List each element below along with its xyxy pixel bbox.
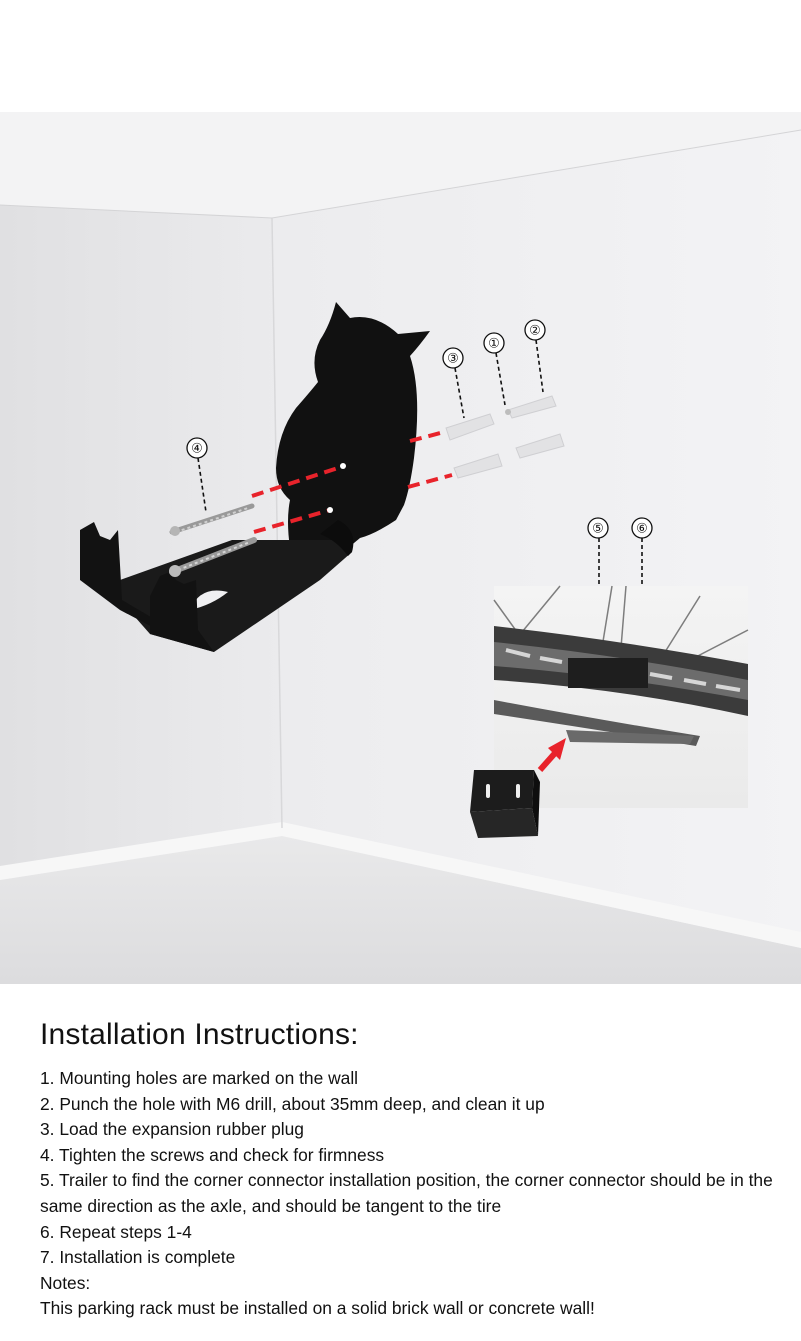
svg-text:②: ② <box>529 323 541 338</box>
callout-badge-3: ③ <box>442 347 464 369</box>
callout-badge-4: ④ <box>186 437 208 459</box>
step-5: 5. Trailer to find the corner connector … <box>40 1170 773 1216</box>
svg-text:⑥: ⑥ <box>636 521 648 536</box>
step-2: 2. Punch the hole with M6 drill, about 3… <box>40 1093 545 1114</box>
callout-badge-6: ⑥ <box>631 517 653 539</box>
callout-badge-5: ⑤ <box>587 517 609 539</box>
svg-text:③: ③ <box>447 351 459 366</box>
step-3: 3. Load the expansion rubber plug <box>40 1119 304 1140</box>
guide-lines <box>251 430 453 534</box>
step-7: 7. Installation is complete <box>40 1247 236 1268</box>
callout-badge-1: ① <box>483 332 505 354</box>
expansion-plugs <box>445 395 565 479</box>
installation-instructions: Installation Instructions: 1. Mounting h… <box>40 1016 780 1322</box>
red-arrow-icon <box>537 738 566 772</box>
svg-text:⑤: ⑤ <box>592 521 604 536</box>
instructions-title: Installation Instructions: <box>40 1018 359 1051</box>
corner-connector <box>470 770 540 838</box>
screws <box>169 503 257 577</box>
step-1: 1. Mounting holes are marked on the wall <box>40 1068 359 1088</box>
notes-text: This parking rack must be installed on a… <box>40 1298 595 1319</box>
step-6: 6. Repeat steps 1-4 <box>40 1221 192 1242</box>
svg-text:④: ④ <box>191 441 203 456</box>
notes-label: Notes: <box>40 1272 91 1293</box>
room-background <box>0 112 801 984</box>
wheel-inset-photo <box>493 585 749 808</box>
callout-badge-2: ② <box>524 319 546 341</box>
step-4: 4. Tighten the screws and check for firm… <box>40 1144 385 1165</box>
svg-text:①: ① <box>488 336 500 351</box>
